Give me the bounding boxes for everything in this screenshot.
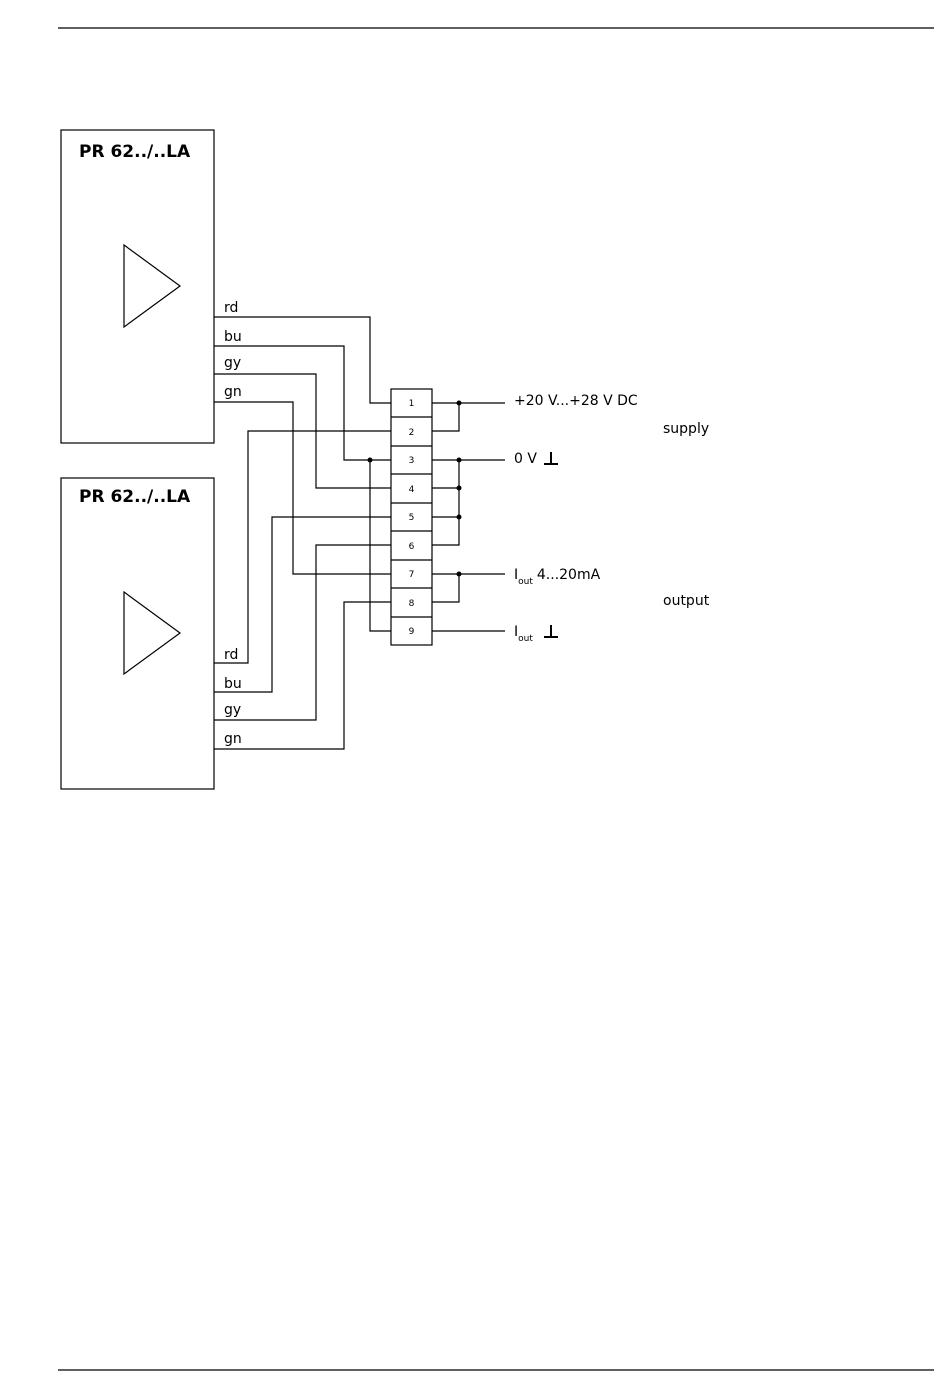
junction-dot	[457, 572, 462, 577]
terminal-7: 7	[409, 570, 415, 580]
zero-volt-label: 0 V	[514, 451, 537, 467]
sensor-1-title: PR 62../..LA	[79, 142, 191, 162]
junction-dot	[457, 401, 462, 406]
sensor-box-2: PR 62../..LA	[61, 478, 214, 789]
bridge-3-6	[432, 460, 459, 545]
junction-dot	[457, 515, 462, 520]
ground-symbol-icon	[544, 452, 558, 464]
junction-dot	[457, 458, 462, 463]
terminal-6: 6	[409, 542, 415, 552]
terminal-block: 1 2 3 4 5 6 7 8 9	[391, 389, 432, 645]
terminal-5: 5	[409, 513, 415, 523]
terminal-8: 8	[409, 599, 415, 609]
junction-dot	[368, 458, 373, 463]
current-return-label: Iout	[514, 624, 533, 644]
sensor-2-title: PR 62../..LA	[79, 487, 191, 507]
wire-label-bu: bu	[224, 676, 242, 692]
supply-positive-label: +20 V...+28 V DC	[514, 393, 638, 409]
terminal-4: 4	[409, 485, 415, 495]
supply-label: supply	[663, 421, 709, 437]
terminal-2: 2	[409, 428, 415, 438]
sensor-box-1: PR 62../..LA	[61, 130, 214, 443]
bridge-7-8	[432, 574, 459, 602]
terminal-1: 1	[409, 399, 415, 409]
wire-s2-rd	[214, 431, 391, 663]
output-label: output	[663, 593, 710, 609]
wire-s2-gy	[214, 545, 391, 720]
wire-s2-bu	[214, 517, 391, 692]
wire-label-gn: gn	[224, 384, 242, 400]
terminal-3: 3	[409, 456, 415, 466]
bridge-1-2	[432, 403, 459, 431]
wire-label-rd: rd	[224, 647, 238, 663]
wire-label-rd: rd	[224, 300, 238, 316]
wire-label-gy: gy	[224, 355, 241, 371]
wire-label-bu: bu	[224, 329, 242, 345]
wire-label-gn: gn	[224, 731, 242, 747]
wire-label-gy: gy	[224, 702, 241, 718]
terminal-9: 9	[409, 627, 415, 637]
junction-dot	[457, 486, 462, 491]
ground-symbol-icon	[544, 625, 558, 637]
